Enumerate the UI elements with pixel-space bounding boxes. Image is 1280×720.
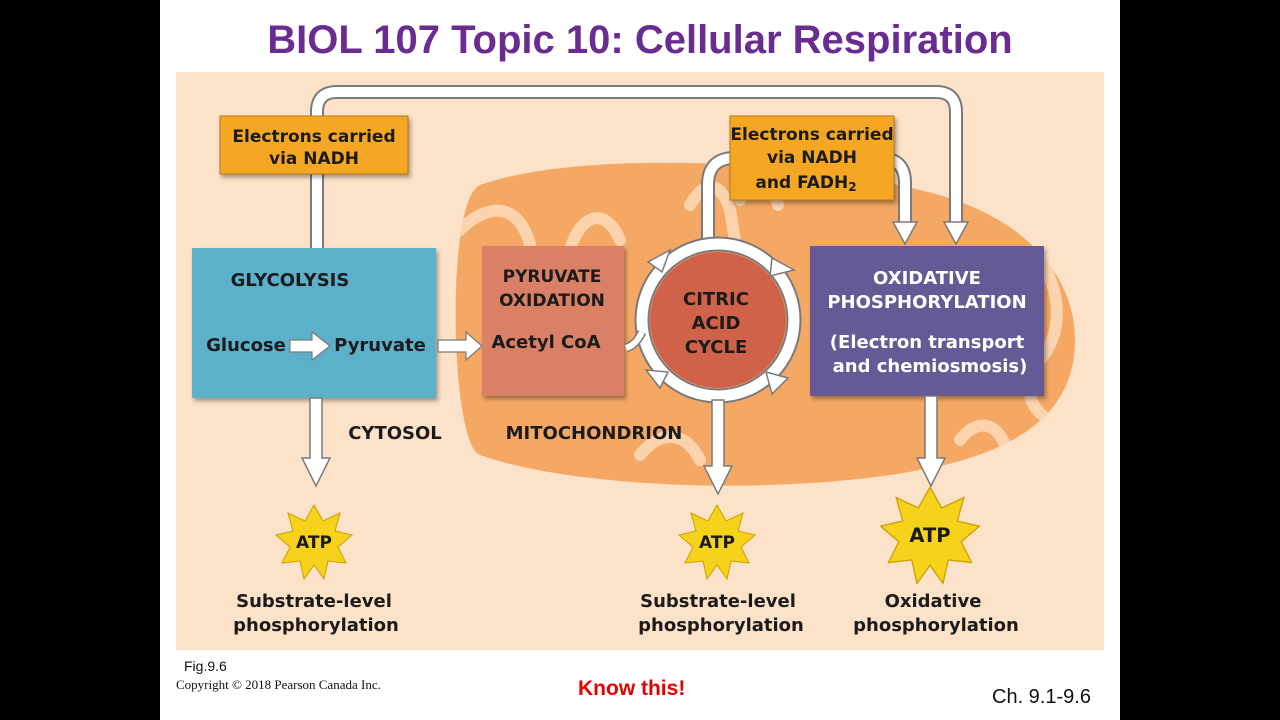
atp-label-1: ATP — [296, 533, 332, 553]
chapter-reference: Ch. 9.1-9.6 — [992, 686, 1091, 708]
pyruvate-oxidation-line2: OXIDATION — [499, 291, 605, 311]
citric-line2: ACID — [692, 313, 741, 334]
electron-transport-line2: and chemiosmosis) — [833, 356, 1028, 377]
oxphos-line1: OXIDATIVE — [873, 268, 981, 289]
pyruvate-label: Pyruvate — [334, 335, 426, 356]
electrons-nadh-line1: Electrons carried — [232, 127, 395, 147]
atp-star-2: ATP — [677, 503, 757, 581]
oxphos-line2: PHOSPHORYLATION — [827, 292, 1026, 313]
electron-transport-line1: (Electron transport — [830, 332, 1025, 353]
down-arrow-citric — [702, 399, 734, 496]
know-this-note: Know this! — [578, 677, 686, 700]
atp-star-1: ATP — [274, 503, 354, 581]
output-1-line2: phosphorylation — [233, 615, 399, 636]
citric-line3: CYCLE — [685, 337, 748, 358]
electrons-fadh-line1: Electrons carried — [730, 125, 893, 145]
copyright-text: Copyright © 2018 Pearson Canada Inc. — [176, 677, 381, 692]
mitochondrion-label: MITOCHONDRION — [506, 423, 683, 444]
fadh-subscript: 2 — [848, 180, 856, 194]
acetyl-coa-label: Acetyl CoA — [491, 332, 600, 353]
glucose-to-pyruvate-arrow — [289, 330, 331, 362]
electrons-nadh-line2: via NADH — [269, 149, 359, 169]
output-3-line2: phosphorylation — [853, 615, 1019, 636]
arrow-nadh-to-oxphos — [310, 85, 970, 250]
svg-text:and FADH2: and FADH2 — [755, 173, 856, 194]
oxidative-phosphorylation-box: OXIDATIVE PHOSPHORYLATION (Electron tran… — [810, 246, 1044, 396]
electrons-nadh-fadh-box: Electrons carried via NADH and FADH2 — [729, 115, 895, 201]
slide-title: BIOL 107 Topic 10: Cellular Respiration — [267, 18, 1013, 62]
electrons-fadh-line3: and FADH — [755, 173, 848, 193]
electrons-nadh-box: Electrons carried via NADH — [219, 115, 409, 175]
pyruvate-oxidation-line1: PYRUVATE — [503, 267, 602, 287]
respiration-diagram: Electrons carried via NADH Electrons car… — [176, 72, 1104, 650]
atp-label-3: ATP — [909, 524, 950, 547]
slide: BIOL 107 Topic 10: Cellular Respiration — [160, 0, 1120, 720]
glycolysis-to-pyruvate-oxidation-arrow — [437, 330, 483, 362]
glucose-label: Glucose — [206, 335, 286, 356]
figure-label: Fig.9.6 — [184, 658, 227, 674]
output-2-line2: phosphorylation — [638, 615, 804, 636]
down-arrow-oxphos — [915, 395, 947, 488]
output-3-line1: Oxidative — [885, 591, 982, 612]
citric-line1: CITRIC — [683, 289, 749, 310]
cytosol-label: CYTOSOL — [348, 423, 442, 444]
citric-acid-cycle: CITRIC ACID CYCLE — [624, 236, 802, 404]
pyruvate-oxidation-box: PYRUVATE OXIDATION Acetyl CoA — [482, 246, 624, 396]
output-1-line1: Substrate-level — [236, 591, 392, 612]
output-2-line1: Substrate-level — [640, 591, 796, 612]
glycolysis-box: GLYCOLYSIS Glucose Pyruvate — [192, 248, 436, 398]
down-arrow-glycolysis — [300, 397, 332, 488]
atp-star-3: ATP — [879, 485, 981, 585]
atp-label-2: ATP — [699, 533, 735, 553]
electrons-fadh-line2: via NADH — [767, 148, 857, 168]
glycolysis-title: GLYCOLYSIS — [231, 270, 350, 291]
